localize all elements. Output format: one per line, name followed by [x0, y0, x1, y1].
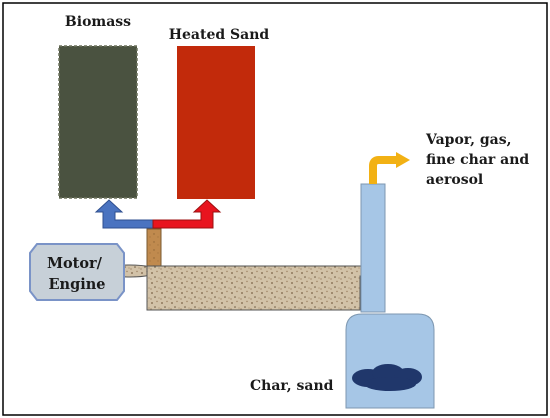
motor-label: Motor/ Engine [47, 255, 107, 293]
char-pile [352, 364, 422, 391]
biomass-feed-arrow [94, 199, 154, 229]
biomass-label: Biomass [65, 14, 131, 30]
biomass-hopper [58, 45, 138, 199]
heated-sand-label: Heated Sand [169, 27, 270, 43]
char-collector [345, 313, 435, 409]
char-label: Char, sand [250, 378, 334, 394]
motor-engine [29, 243, 125, 301]
vapor-riser [360, 183, 386, 313]
heated-sand-hopper [177, 46, 255, 199]
vapor-label: Vapor, gas, fine char and aerosol [425, 132, 534, 188]
vapor-outlet-arrow [369, 152, 410, 184]
sand-feed-arrow [152, 199, 222, 229]
